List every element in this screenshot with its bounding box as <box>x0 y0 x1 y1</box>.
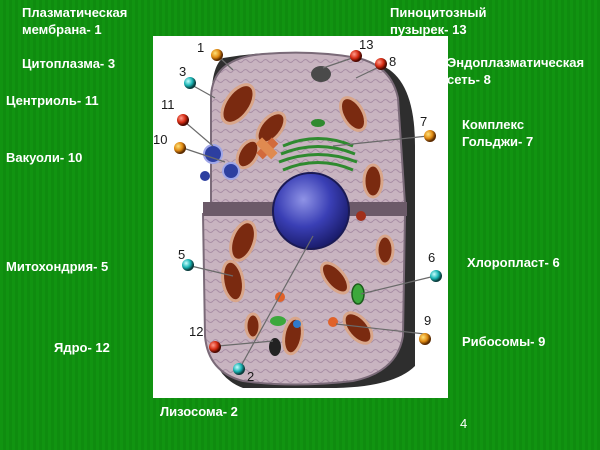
pin-6 <box>430 270 442 282</box>
label-er: Эндоплазматическая сеть- 8 <box>447 54 584 88</box>
label-pinocytic-vesicle: Пиноцитозный пузырек- 13 <box>390 4 486 38</box>
label-vacuole: Вакуоли- 10 <box>6 150 83 165</box>
pin-10 <box>174 142 186 154</box>
cell-diagram: 1 3 11 10 13 8 7 5 6 12 9 2 <box>153 36 448 398</box>
label-lysosome: Лизосома- 2 <box>160 404 238 419</box>
label-centriole: Центриоль- 11 <box>6 93 99 108</box>
label-pins <box>174 49 442 375</box>
vacuole-3 <box>200 171 210 181</box>
label-pinocytic-line2: пузырек- 13 <box>390 22 467 37</box>
er-body <box>356 211 366 221</box>
label-mitochondria: Митохондрия- 5 <box>6 259 109 274</box>
pin-3 <box>184 77 196 89</box>
diagram-number-8: 8 <box>389 54 396 69</box>
diagram-number-12: 12 <box>189 324 203 339</box>
diagram-number-10: 10 <box>153 132 167 147</box>
pinocytic-vesicle <box>311 66 331 82</box>
pin-12 <box>209 341 221 353</box>
ribosome-body <box>328 317 338 327</box>
label-nucleus: Ядро- 12 <box>54 340 110 355</box>
vacuole-1 <box>203 144 223 164</box>
golgi-complex <box>278 137 358 172</box>
label-chloroplast: Хлоропласт- 6 <box>467 255 560 270</box>
label-pinocytic-line1: Пиноцитозный <box>390 5 487 20</box>
diagram-numbers: 1 3 11 10 13 8 7 5 6 12 9 2 <box>153 37 435 384</box>
pin-13 <box>350 50 362 62</box>
label-plasma-membrane-line2: мембрана- 1 <box>22 22 102 37</box>
golgi-vesicle <box>311 119 325 127</box>
pin-9 <box>419 333 431 345</box>
label-golgi-line1: Комплекс <box>462 117 525 132</box>
label-golgi-line2: Гольджи- 7 <box>462 134 534 149</box>
lysosome <box>275 292 285 302</box>
diagram-number-13: 13 <box>359 37 373 52</box>
diagram-number-3: 3 <box>179 64 186 79</box>
cell-upper-section <box>210 51 407 205</box>
label-golgi: Комплекс Гольджи- 7 <box>462 116 533 150</box>
diagram-number-5: 5 <box>178 247 185 262</box>
small-body <box>293 320 301 328</box>
label-er-line1: Эндоплазматическая <box>447 55 585 70</box>
pin-2 <box>233 363 245 375</box>
diagram-number-2: 2 <box>247 369 254 384</box>
pin-7 <box>424 130 436 142</box>
label-ribosomes: Рибосомы- 9 <box>462 334 546 349</box>
lysosome-dark <box>269 338 281 356</box>
diagram-number-11: 11 <box>161 97 175 112</box>
mitochondria-group <box>220 83 395 356</box>
label-cytoplasm: Цитоплазма- 3 <box>22 56 116 71</box>
label-plasma-membrane: Плазматическая мембрана- 1 <box>22 4 127 38</box>
diagram-number-7: 7 <box>420 114 427 129</box>
diagram-number-9: 9 <box>424 313 431 328</box>
centriole-b <box>255 137 278 160</box>
diagram-number-6: 6 <box>428 250 435 265</box>
chloroplast-small <box>270 316 286 326</box>
leader-lines <box>182 55 436 367</box>
chloroplast <box>351 283 365 305</box>
label-plasma-membrane-line1: Плазматическая <box>22 5 128 20</box>
vacuole-2 <box>222 162 240 180</box>
cell-lower-section <box>201 213 407 386</box>
diagram-number-1: 1 <box>197 40 204 55</box>
pin-1 <box>211 49 223 61</box>
label-er-line2: сеть- 8 <box>447 72 491 87</box>
nucleus <box>272 172 350 250</box>
pin-5 <box>182 259 194 271</box>
slide-number: 4 <box>460 416 468 431</box>
pin-8 <box>375 58 387 70</box>
pin-11 <box>177 114 189 126</box>
